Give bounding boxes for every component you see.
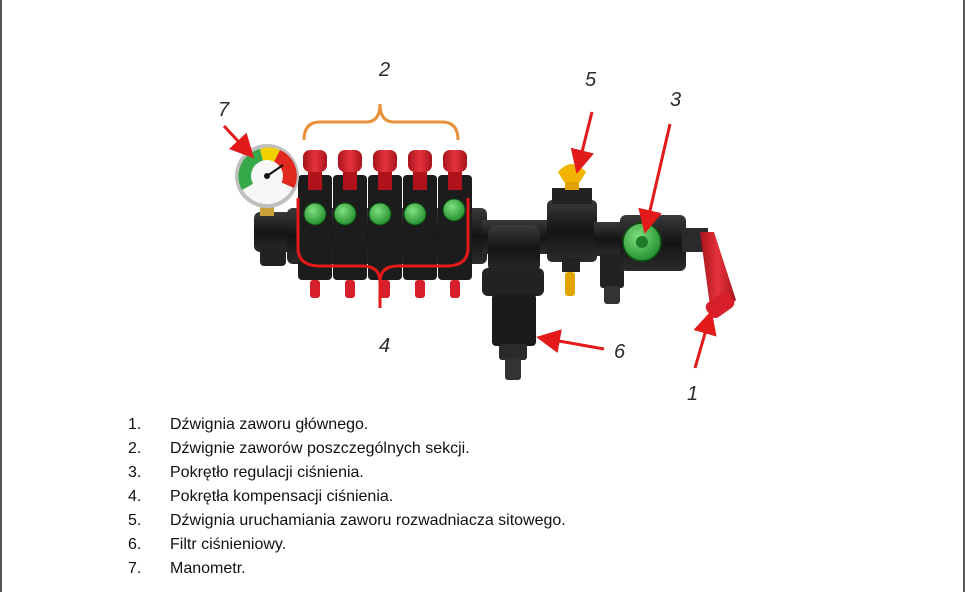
legend-item: 6.Filtr ciśnieniowy.: [128, 536, 287, 553]
compensation-knobs: [303, 198, 466, 226]
red-section-lever-icon: [443, 150, 467, 190]
red-section-lever-icon: [338, 150, 362, 190]
callout-2: 2: [378, 59, 390, 81]
section-outlet-nozzles: [310, 280, 460, 298]
legend-item: 2.Dźwignie zaworów poszczególnych sekcji…: [128, 440, 470, 457]
parts-legend: 1.Dźwignia zaworu głównego. 2.Dźwignie z…: [128, 413, 566, 581]
callout-4: 4: [379, 335, 390, 357]
arrow-1: [693, 310, 717, 369]
arrow-6: [536, 329, 605, 353]
legend-item: 5.Dźwignia uruchamiania zaworu rozwadnia…: [128, 512, 566, 529]
callout-1: 1: [687, 383, 698, 405]
pressure-filter: [482, 225, 544, 380]
red-section-lever-icon: [373, 150, 397, 190]
arrow-3: [638, 123, 672, 234]
arrow-5: [570, 111, 595, 174]
pressure-gauge: [235, 144, 299, 216]
legend-item: 4.Pokrętła kompensacji ciśnienia.: [128, 488, 394, 505]
arrow-7: [222, 124, 255, 159]
pressure-regulator: [620, 215, 686, 271]
dilution-valve: [547, 164, 597, 296]
callout-5: 5: [585, 69, 597, 91]
green-compensation-knob-icon: [368, 202, 392, 226]
red-section-lever-icon: [303, 150, 327, 190]
main-valve-lever: [682, 228, 736, 319]
callout-6: 6: [614, 341, 626, 363]
section-valves: [298, 175, 472, 280]
section-levers: [303, 150, 467, 190]
green-compensation-knob-icon: [303, 202, 327, 226]
green-compensation-knob-icon: [333, 202, 357, 226]
valve-block: [235, 144, 736, 380]
green-compensation-knob-icon: [403, 202, 427, 226]
legend-item: 3.Pokrętło regulacji ciśnienia.: [128, 464, 364, 481]
callout-3: 3: [670, 89, 681, 111]
bracket-section-levers: [302, 103, 460, 141]
legend-item: 1.Dźwignia zaworu głównego.: [128, 416, 369, 433]
yellow-lever-icon: [558, 164, 586, 190]
legend-item: 7.Manometr.: [128, 560, 246, 577]
red-section-lever-icon: [408, 150, 432, 190]
sprayer-valve-diagram: 2 7 5 3 4 6 1: [218, 59, 736, 405]
green-compensation-knob-icon: [442, 198, 466, 222]
callout-7: 7: [218, 99, 230, 121]
